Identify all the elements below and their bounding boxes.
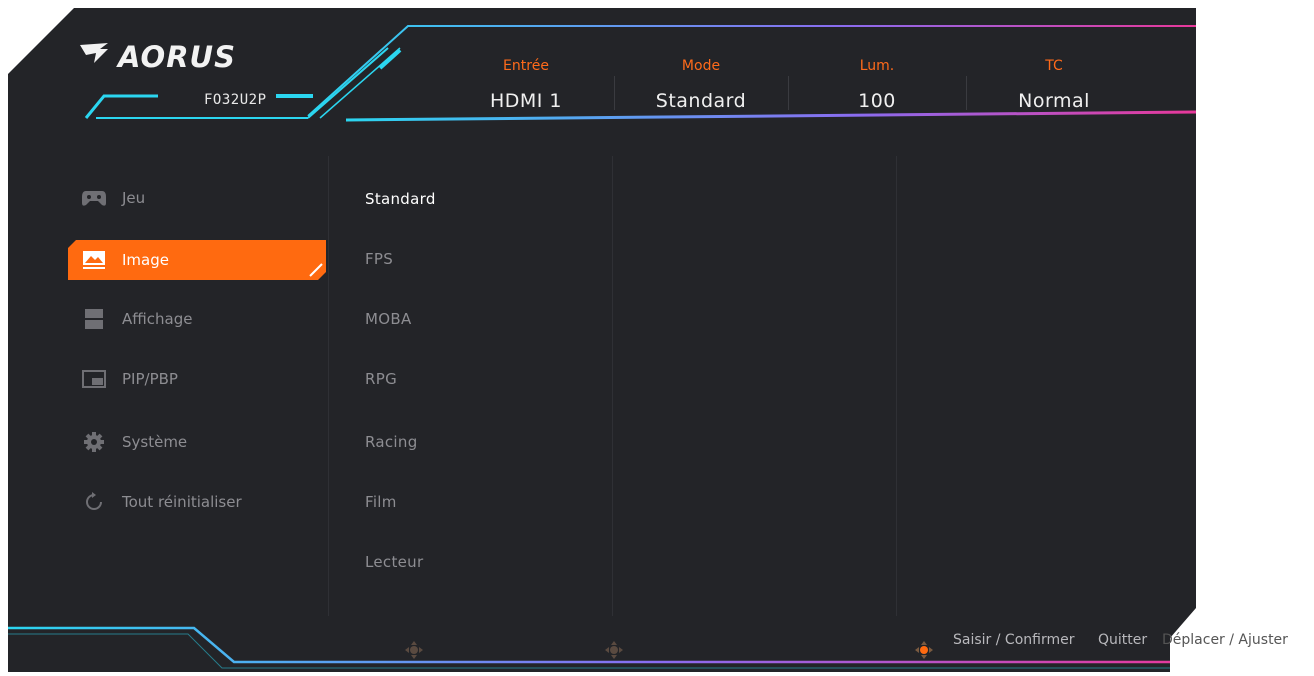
divider: [788, 76, 789, 110]
stat-color-temp: TC Normal: [954, 58, 1154, 112]
menu-item-label: Jeu: [122, 189, 146, 207]
menu-item-label: Affichage: [122, 310, 193, 328]
column-divider: [328, 156, 329, 616]
logo-text: AORUS: [118, 40, 236, 74]
submenu-item-standard[interactable]: Standard: [365, 190, 436, 208]
submenu-item-rpg[interactable]: RPG: [365, 370, 397, 388]
stat-input: Entrée HDMI 1: [426, 58, 626, 112]
stat-value: Standard: [655, 90, 747, 112]
hint-quit: Quitter: [1098, 632, 1148, 648]
display-icon: [82, 307, 106, 331]
menu-item-label: PIP/PBP: [122, 370, 178, 388]
eagle-logo-icon: [78, 41, 112, 74]
stat-value: 100: [858, 90, 896, 112]
submenu-item-moba[interactable]: MOBA: [365, 310, 412, 328]
stat-label: Mode: [681, 58, 721, 74]
stat-value: HDMI 1: [489, 90, 563, 112]
hint-move-adjust: Déplacer / Ajuster: [1162, 632, 1288, 648]
stat-brightness: Lum. 100: [777, 58, 977, 112]
submenu-item-lecteur[interactable]: Lecteur: [365, 553, 424, 571]
menu-item-tout-reinitialiser[interactable]: Tout réinitialiser: [68, 482, 326, 522]
gear-icon: [82, 430, 106, 454]
joystick-icon: [405, 641, 423, 659]
submenu-item-film[interactable]: Film: [365, 493, 397, 511]
hint-enter-confirm: Saisir / Confirmer: [953, 632, 1075, 648]
menu-item-label: Système: [122, 433, 188, 451]
divider: [966, 76, 967, 110]
menu-item-affichage[interactable]: Affichage: [68, 299, 326, 339]
pip-icon: [82, 367, 106, 391]
menu-item-pip-pbp[interactable]: PIP/PBP: [68, 359, 326, 399]
joystick-icon: [605, 641, 623, 659]
stat-label: Entrée: [503, 58, 549, 74]
menu-item-label: Tout réinitialiser: [122, 493, 242, 511]
menu-item-label: Image: [122, 251, 169, 269]
column-divider: [896, 156, 897, 616]
divider: [614, 76, 615, 110]
submenu-item-fps[interactable]: FPS: [365, 250, 394, 268]
menu-item-jeu[interactable]: Jeu: [68, 178, 326, 218]
joystick-icon: [915, 641, 933, 659]
submenu-item-racing[interactable]: Racing: [365, 433, 418, 451]
menu-item-systeme[interactable]: Système: [68, 422, 326, 462]
osd-panel: AORUS FO32U2P Entrée HDMI 1 Mode Standar…: [8, 8, 1196, 672]
gamepad-icon: [82, 186, 106, 210]
stat-label: TC: [1045, 58, 1063, 74]
column-divider: [612, 156, 613, 616]
model-name: FO32U2P: [204, 92, 267, 108]
selection-corner-icon: [309, 263, 323, 277]
stat-label: Lum.: [859, 58, 895, 74]
stat-value: Normal: [1018, 90, 1090, 112]
brand-logo: AORUS: [78, 40, 236, 74]
stat-mode: Mode Standard: [601, 58, 801, 112]
menu-item-image[interactable]: Image: [68, 240, 326, 280]
picture-icon: [82, 248, 106, 272]
reset-icon: [82, 490, 106, 514]
